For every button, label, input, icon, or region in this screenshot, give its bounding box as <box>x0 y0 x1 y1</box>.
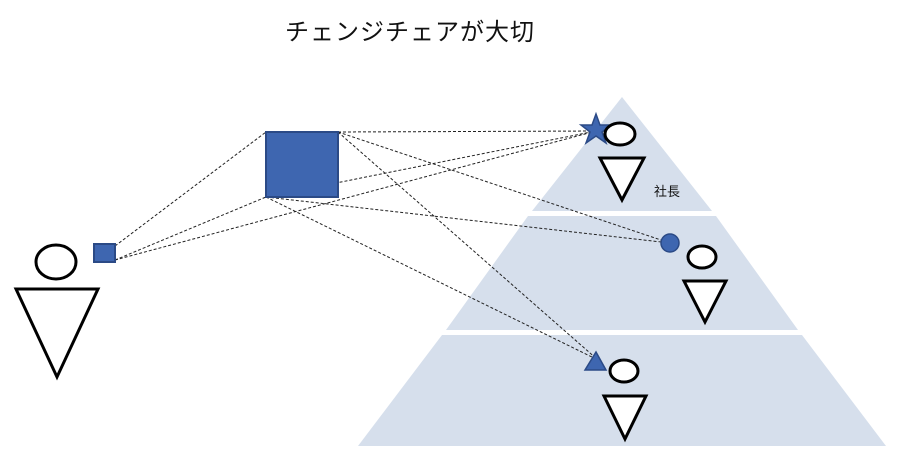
large-square <box>265 131 339 198</box>
middle-person <box>681 244 729 326</box>
top-person-head <box>603 121 637 147</box>
president-label: 社長 <box>654 185 681 200</box>
pyramid <box>358 97 886 446</box>
pyramid-top-tier <box>532 97 712 211</box>
bottom-person-body <box>601 394 649 443</box>
triangle-icon <box>583 350 608 371</box>
connection-line <box>337 130 597 133</box>
bottom-person <box>601 358 649 443</box>
connection-line <box>114 196 267 261</box>
left-person-body <box>13 287 101 381</box>
middle-person-body <box>681 279 729 326</box>
pyramid-bottom-tier <box>358 335 886 446</box>
connection-line <box>114 130 597 261</box>
connection-line <box>114 131 267 247</box>
connection-line <box>337 131 671 244</box>
top-person <box>597 121 647 204</box>
top-person-body <box>597 156 647 204</box>
connection-lines <box>114 130 671 361</box>
star-icon <box>578 111 614 145</box>
small-square <box>93 243 116 263</box>
connection-line <box>337 131 599 361</box>
left-person-head <box>34 243 78 281</box>
left-person <box>13 243 101 381</box>
connection-line <box>265 196 671 244</box>
connection-line <box>265 196 599 361</box>
bottom-person-head <box>608 358 640 384</box>
diagram-title: チェンジチェアが大切 <box>285 18 535 46</box>
pyramid-middle-tier <box>446 216 798 330</box>
middle-person-head <box>686 244 718 270</box>
circle-icon <box>660 233 680 253</box>
